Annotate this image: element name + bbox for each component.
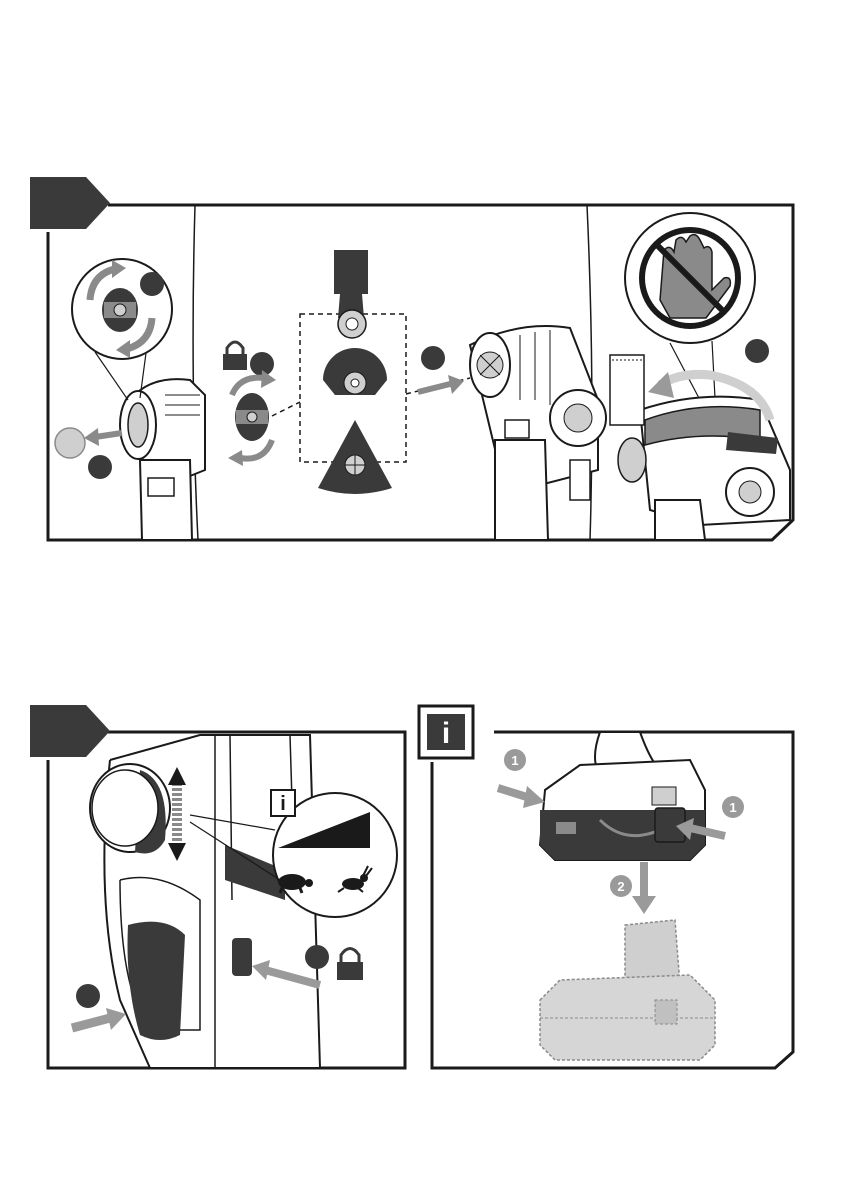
info-tab-letter: i [442,717,450,750]
blade-mounting-illustration [0,170,841,550]
arrow-trigger-press [106,1008,126,1030]
panel-switch-and-speed: i [0,695,420,1080]
arrow-press-left [523,786,545,808]
arrow-attach [448,375,464,394]
flange-nut-lock [228,370,276,466]
step-badge-d [421,346,445,370]
padlock-icon [223,342,247,370]
step-badge-e [745,339,769,363]
step-tab [30,177,110,229]
step-badge-lock [305,945,329,969]
step-badge-1-right-text: 1 [729,800,736,815]
segment-blade [323,348,387,395]
battery-removal-illustration: i 1 1 2 [415,700,827,1080]
arrow-slide-out [632,896,656,914]
flange-nut [102,288,138,332]
tool-head-center [470,326,606,540]
tool-head-left [120,379,205,540]
info-letter: i [280,793,286,815]
battery-removed [540,920,715,1060]
step-badge-trigger [76,984,100,1008]
padlock-icon [337,949,363,981]
washer [55,428,85,458]
panel-battery-removal: i 1 1 2 [415,700,827,1080]
arrow-remove [84,428,99,446]
sanding-pad [318,420,392,494]
step-badge-a [140,272,164,296]
plunge-blade [334,250,368,338]
step-badge-b [88,455,112,479]
step-tab [30,705,110,757]
switch-speed-illustration: i [0,695,420,1080]
lock-button[interactable] [232,938,252,976]
divider-1 [193,205,198,540]
step-badge-1-left-text: 1 [511,753,518,768]
speed-dial[interactable] [90,764,170,854]
step-badge-2-text: 2 [617,879,624,894]
tool-head-right [610,355,790,540]
panel-blade-mounting [0,170,841,550]
